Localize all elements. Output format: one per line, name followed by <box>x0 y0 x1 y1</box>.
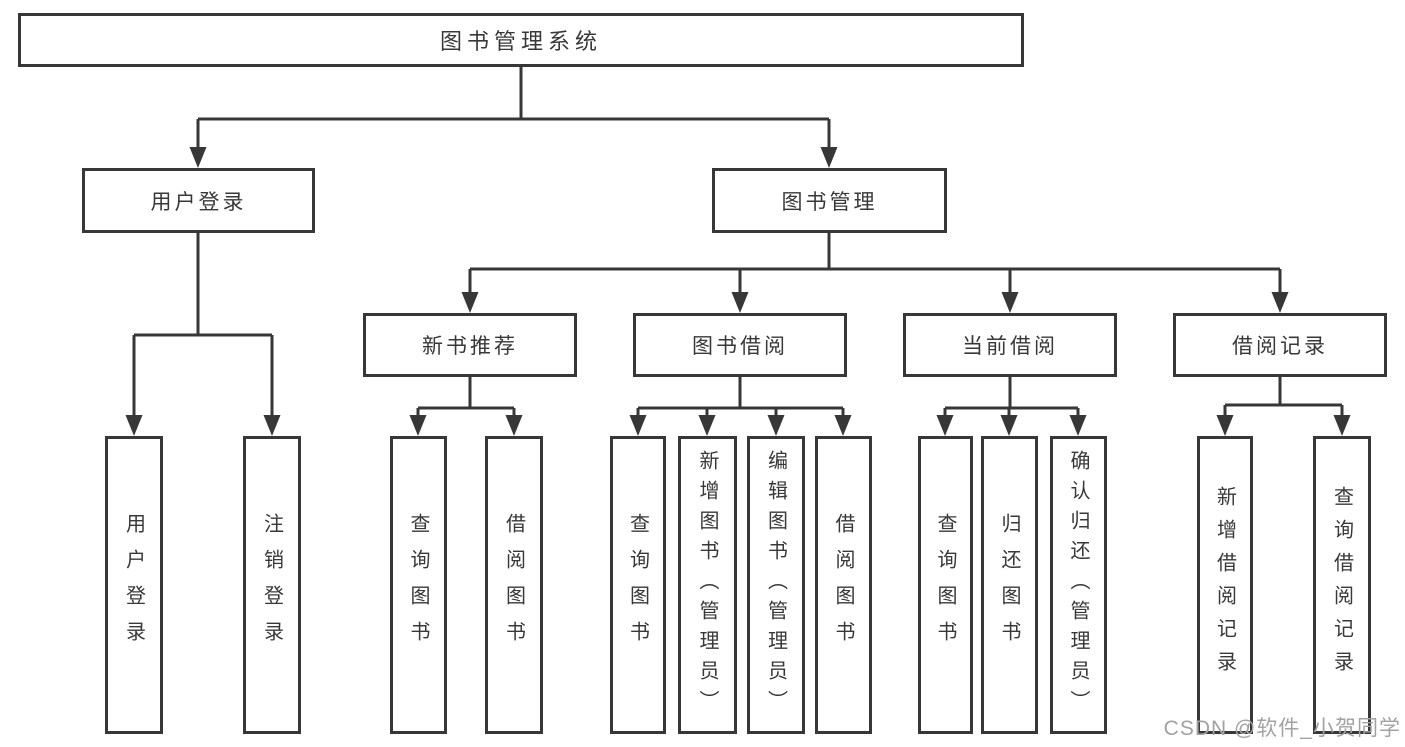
leaf-confirm-return-admin-label: 确认归还（管理员） <box>1067 450 1089 720</box>
watermark: CSDN @软件_小贺同学 <box>1163 717 1401 740</box>
node-new-book-recommend-label: 新书推荐 <box>422 335 518 358</box>
leaf-query-book-2-label: 查询图书 <box>626 513 649 657</box>
node-book-borrow-label: 图书借阅 <box>692 335 788 358</box>
leaf-query-book-1-label: 查询图书 <box>407 513 429 657</box>
leaf-query-book-3: 查询图书 <box>918 436 973 734</box>
leaf-query-book-1: 查询图书 <box>390 436 447 734</box>
leaf-edit-book-admin: 编辑图书（管理员） <box>747 436 805 734</box>
node-book-management-label: 图书管理 <box>781 190 878 214</box>
leaf-add-borrow-record-label: 新增借阅记录 <box>1213 486 1236 684</box>
leaf-query-borrow-record: 查询借阅记录 <box>1313 436 1371 734</box>
leaf-borrow-book-1-label: 借阅图书 <box>502 513 525 657</box>
node-current-borrow-label: 当前借阅 <box>962 335 1058 358</box>
node-borrow-record: 借阅记录 <box>1173 313 1387 377</box>
leaf-query-book-2: 查询图书 <box>610 436 666 734</box>
leaf-add-borrow-record: 新增借阅记录 <box>1197 436 1253 734</box>
leaf-user-login: 用户登录 <box>105 436 163 734</box>
node-borrow-record-label: 借阅记录 <box>1232 335 1328 358</box>
leaf-logout-label: 注销登录 <box>260 513 283 657</box>
leaf-add-book-admin: 新增图书（管理员） <box>678 436 737 734</box>
leaf-return-book: 归还图书 <box>981 436 1038 734</box>
leaf-borrow-book-2-label: 借阅图书 <box>832 513 854 657</box>
leaf-logout: 注销登录 <box>243 436 301 734</box>
leaf-user-login-label: 用户登录 <box>122 513 145 657</box>
leaf-add-book-admin-label: 新增图书（管理员） <box>696 450 718 720</box>
node-book-borrow: 图书借阅 <box>633 313 847 377</box>
node-user-login: 用户登录 <box>82 168 315 233</box>
leaf-query-book-3-label: 查询图书 <box>934 513 956 657</box>
node-user-login-label: 用户登录 <box>150 190 247 214</box>
node-new-book-recommend: 新书推荐 <box>363 313 577 377</box>
node-root-label: 图书管理系统 <box>439 29 602 54</box>
node-current-borrow: 当前借阅 <box>903 313 1117 377</box>
leaf-borrow-book-2: 借阅图书 <box>815 436 872 734</box>
node-root: 图书管理系统 <box>18 13 1024 67</box>
node-book-management: 图书管理 <box>712 168 947 233</box>
leaf-return-book-label: 归还图书 <box>998 513 1020 657</box>
leaf-query-borrow-record-label: 查询借阅记录 <box>1330 486 1353 684</box>
leaf-confirm-return-admin: 确认归还（管理员） <box>1050 436 1107 734</box>
leaf-edit-book-admin-label: 编辑图书（管理员） <box>764 450 787 720</box>
leaf-borrow-book-1: 借阅图书 <box>485 436 543 734</box>
